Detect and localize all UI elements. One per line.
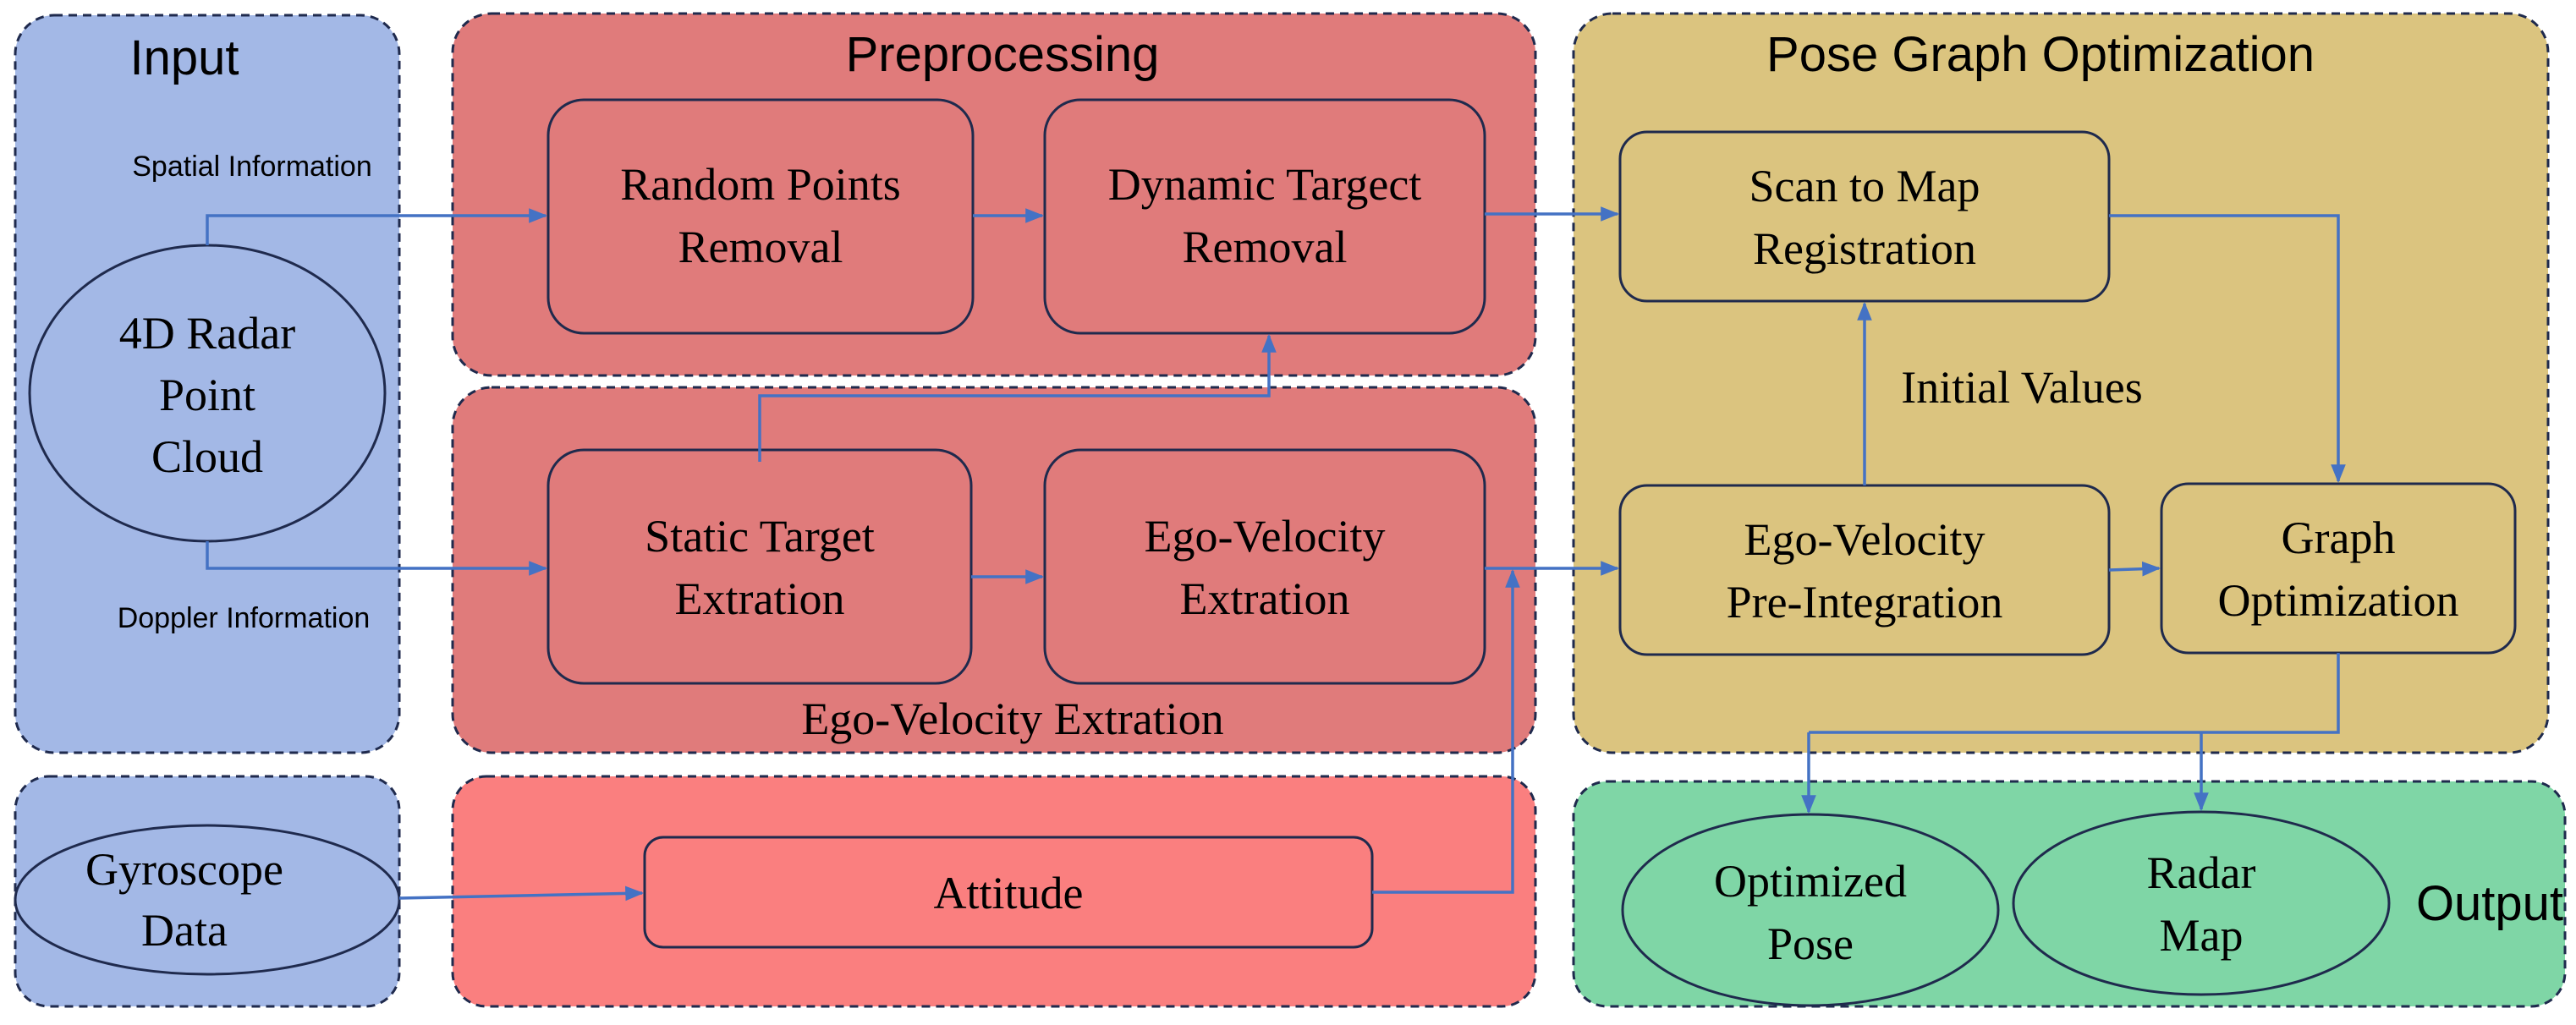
scan-to-map-registration-label: Scan to Map [1749,161,1980,211]
optimized-pose-label: Pose [1767,918,1854,969]
static-target-extraction-label: Extration [675,573,845,624]
radar-map-label: Map [2160,910,2244,961]
spatial-information-label: Spatial Information [132,151,372,183]
gyroscope-data-label: Gyroscope [85,844,283,895]
preprocessing-title: Preprocessing [846,27,1160,82]
random-points-removal-node [547,98,975,335]
graph-optimization-label: Graph [2282,512,2396,563]
graph-optimization-label: Optimization [2218,575,2459,626]
output-title: Output [2416,876,2563,931]
optimized-pose-label: Optimized [1714,856,1907,907]
ego-velocity-pre-integration-node [1618,484,2111,656]
scan-to-map-registration-node [1618,130,2111,303]
dynamic-target-removal-label: Removal [1183,222,1348,272]
random-points-removal-label: Removal [678,222,843,272]
ego-velocity-pre-integration-label: Pre-Integration [1727,577,2003,628]
radar-point-cloud-label: Point [159,370,255,420]
edge-graph-optimization-to-outputs [1809,653,2340,734]
dynamic-target-removal-node [1043,98,1486,335]
ego-velocity-extraction-label: Extration [1180,573,1350,624]
ego-velocity-extraction-node [1043,448,1486,685]
graph-optimization-node [2160,482,2517,655]
static-target-extraction-label: Static Target [645,511,875,562]
initial-values-label: Initial Values [1901,362,2142,413]
edge-static-to-dynamic [758,333,1277,462]
static-target-extraction-node [547,448,973,685]
edge-scan-to-map-to-graph-optimization [2109,214,2346,484]
radar-map-label: Radar [2147,847,2256,898]
edge-attitude-to-pre-integration [1372,568,1520,894]
scan-to-map-registration-label: Registration [1753,223,1976,274]
gyroscope-data-node [14,824,401,976]
ego-velocity-pre-integration-label: Ego-Velocity [1744,514,1986,565]
edge-gyroscope-to-attitude [398,885,645,902]
attitude-label: Attitude [934,868,1084,918]
radar-point-cloud-label: 4D Radar [119,308,295,359]
edge-spatial-to-random-points [206,208,548,245]
radar-map-node [2012,810,2391,996]
edge-pre-integration-to-graph-optimization [2108,561,2161,577]
gyroscope-data-label: Data [141,905,228,956]
ego-velocity-group-title: Ego-Velocity Extration [801,693,1223,744]
pose-graph-optimization-title: Pose Graph Optimization [1766,27,2315,82]
dynamic-target-removal-label: Dynamic Targect [1108,159,1422,210]
random-points-removal-label: Random Points [620,159,901,210]
radar-point-cloud-label: Cloud [151,431,263,482]
input-title: Input [130,30,239,85]
doppler-information-label: Doppler Information [118,602,371,634]
edge-doppler-to-static-target [206,541,548,576]
ego-velocity-extraction-label: Ego-Velocity [1145,511,1386,562]
optimized-pose-node [1621,813,2000,1007]
